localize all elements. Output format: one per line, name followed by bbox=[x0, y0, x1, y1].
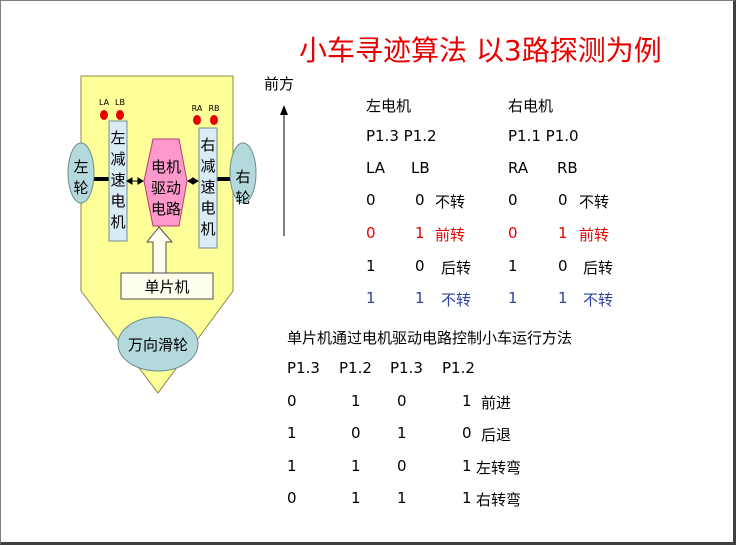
control-header-1: P1.3 bbox=[287, 359, 320, 377]
control-row-0-c3: 0 bbox=[397, 392, 407, 410]
right-motor-char-4: 电 bbox=[200, 199, 215, 217]
motor-row-0-ra: 0 bbox=[508, 191, 518, 209]
motor-row-0-lb: 0 bbox=[415, 191, 425, 209]
driver-label-3: 电路 bbox=[151, 200, 181, 218]
driver-right-arrowhead-b bbox=[192, 177, 199, 185]
sensor-la-label: LA bbox=[99, 98, 110, 107]
right-motor bbox=[198, 127, 218, 249]
motor-row-2-rb: 0 bbox=[558, 257, 568, 275]
control-row-3-c2: 1 bbox=[351, 489, 361, 507]
sensor-ra bbox=[193, 115, 201, 125]
right-motor-header: 右电机 bbox=[508, 97, 554, 115]
control-row-1-c4: 0 bbox=[462, 424, 472, 442]
forward-arrowhead bbox=[280, 105, 288, 115]
control-row-3-action: 右转弯 bbox=[476, 491, 522, 509]
col-rb: RB bbox=[557, 159, 578, 177]
right-wheel-label-1: 右 bbox=[235, 168, 250, 186]
control-row-0-c2: 1 bbox=[351, 392, 361, 410]
motor-row-3-rb: 1 bbox=[558, 289, 568, 307]
right-motor-ports: P1.1 P1.0 bbox=[508, 127, 579, 145]
driver-label-1: 电机 bbox=[151, 158, 181, 176]
sensor-lb bbox=[116, 110, 124, 120]
control-row-2-action: 左转弯 bbox=[476, 459, 522, 477]
control-row-0-action: 前进 bbox=[481, 394, 512, 412]
motor-row-2-lstate: 后转 bbox=[441, 259, 472, 277]
page-title: 小车寻迹算法 以3路探测为例 bbox=[299, 34, 662, 67]
driver-label-2: 驱动 bbox=[151, 179, 181, 197]
motor-row-3-ra: 1 bbox=[508, 289, 518, 307]
left-motor-header: 左电机 bbox=[366, 97, 412, 115]
left-wheel-label-1: 左 bbox=[73, 158, 88, 176]
motor-row-1-ra: 0 bbox=[508, 224, 518, 242]
driver-left-arrowhead-a bbox=[126, 177, 133, 185]
motor-row-2-rstate: 后转 bbox=[583, 259, 614, 277]
control-row-1-c2: 0 bbox=[351, 424, 361, 442]
sensor-rb bbox=[210, 115, 218, 125]
mcu-box bbox=[120, 272, 214, 300]
driver-circuit bbox=[143, 138, 188, 227]
control-row-2-c3: 0 bbox=[397, 457, 407, 475]
control-row-2-c2: 1 bbox=[351, 457, 361, 475]
right-wheel-label-2: 轮 bbox=[235, 189, 250, 207]
right-motor-char-1: 右 bbox=[200, 136, 215, 154]
driver-left-arrowhead-b bbox=[137, 177, 144, 185]
left-motor-char-4: 电 bbox=[110, 192, 125, 210]
control-header-4: P1.2 bbox=[442, 359, 475, 377]
motor-row-0-rb: 0 bbox=[558, 191, 568, 209]
motor-row-3-rstate: 不转 bbox=[583, 291, 614, 309]
control-row-3-c3: 1 bbox=[397, 489, 407, 507]
sensor-ra-label: RA bbox=[192, 104, 203, 113]
control-row-0-c4: 1 bbox=[462, 392, 472, 410]
control-row-1-action: 后退 bbox=[481, 426, 512, 444]
motor-row-1-lb: 1 bbox=[415, 224, 425, 242]
caster-wheel bbox=[117, 316, 199, 372]
control-row-3-c4: 1 bbox=[462, 489, 472, 507]
left-motor-char-2: 减 bbox=[110, 150, 125, 168]
control-header-3: P1.3 bbox=[390, 359, 423, 377]
sensor-rb-label: RB bbox=[208, 104, 219, 113]
left-motor-char-3: 速 bbox=[110, 171, 125, 189]
control-row-3-c1: 0 bbox=[287, 489, 297, 507]
motor-row-3-la: 1 bbox=[366, 289, 376, 307]
left-motor-char-5: 机 bbox=[110, 213, 125, 231]
control-row-2-c4: 1 bbox=[462, 457, 472, 475]
mcu-label: 单片机 bbox=[144, 278, 189, 296]
right-wheel bbox=[229, 142, 257, 204]
motor-row-1-rb: 1 bbox=[558, 224, 568, 242]
right-motor-char-2: 减 bbox=[200, 157, 215, 175]
forward-label: 前方 bbox=[264, 75, 295, 93]
car-diagram: 左 轮 右 轮 左 减 速 电 机 右 减 速 电 机 bbox=[67, 75, 288, 394]
left-wheel bbox=[67, 142, 95, 204]
motor-row-2-la: 1 bbox=[366, 257, 376, 275]
sensor-lb-label: LB bbox=[115, 98, 125, 107]
motor-row-0-rstate: 不转 bbox=[579, 193, 610, 211]
right-motor-char-3: 速 bbox=[200, 178, 215, 196]
col-ra: RA bbox=[508, 159, 529, 177]
motor-row-3-lb: 1 bbox=[415, 289, 425, 307]
motor-row-1-la: 0 bbox=[366, 224, 376, 242]
motor-row-0-lstate: 不转 bbox=[435, 193, 466, 211]
motor-row-1-rstate: 前转 bbox=[579, 226, 610, 244]
motor-row-0-la: 0 bbox=[366, 191, 376, 209]
control-row-1-c1: 1 bbox=[287, 424, 297, 442]
control-heading: 单片机通过电机驱动电路控制小车运行方法 bbox=[287, 329, 573, 347]
motor-row-3-lstate: 不转 bbox=[441, 291, 472, 309]
col-lb: LB bbox=[411, 159, 430, 177]
motor-row-2-lb: 0 bbox=[415, 257, 425, 275]
caster-label: 万向滑轮 bbox=[128, 336, 188, 354]
sensor-la bbox=[100, 110, 108, 120]
motor-row-1-lstate: 前转 bbox=[435, 226, 466, 244]
left-motor-ports: P1.3 P1.2 bbox=[366, 127, 437, 145]
left-motor-char-1: 左 bbox=[110, 129, 125, 147]
control-header-2: P1.2 bbox=[339, 359, 372, 377]
control-row-0-c1: 0 bbox=[287, 392, 297, 410]
right-motor-char-5: 机 bbox=[200, 220, 215, 238]
motor-row-2-ra: 1 bbox=[508, 257, 518, 275]
col-la: LA bbox=[366, 159, 385, 177]
control-row-1-c3: 1 bbox=[397, 424, 407, 442]
control-row-2-c1: 1 bbox=[287, 457, 297, 475]
left-wheel-label-2: 轮 bbox=[73, 179, 88, 197]
